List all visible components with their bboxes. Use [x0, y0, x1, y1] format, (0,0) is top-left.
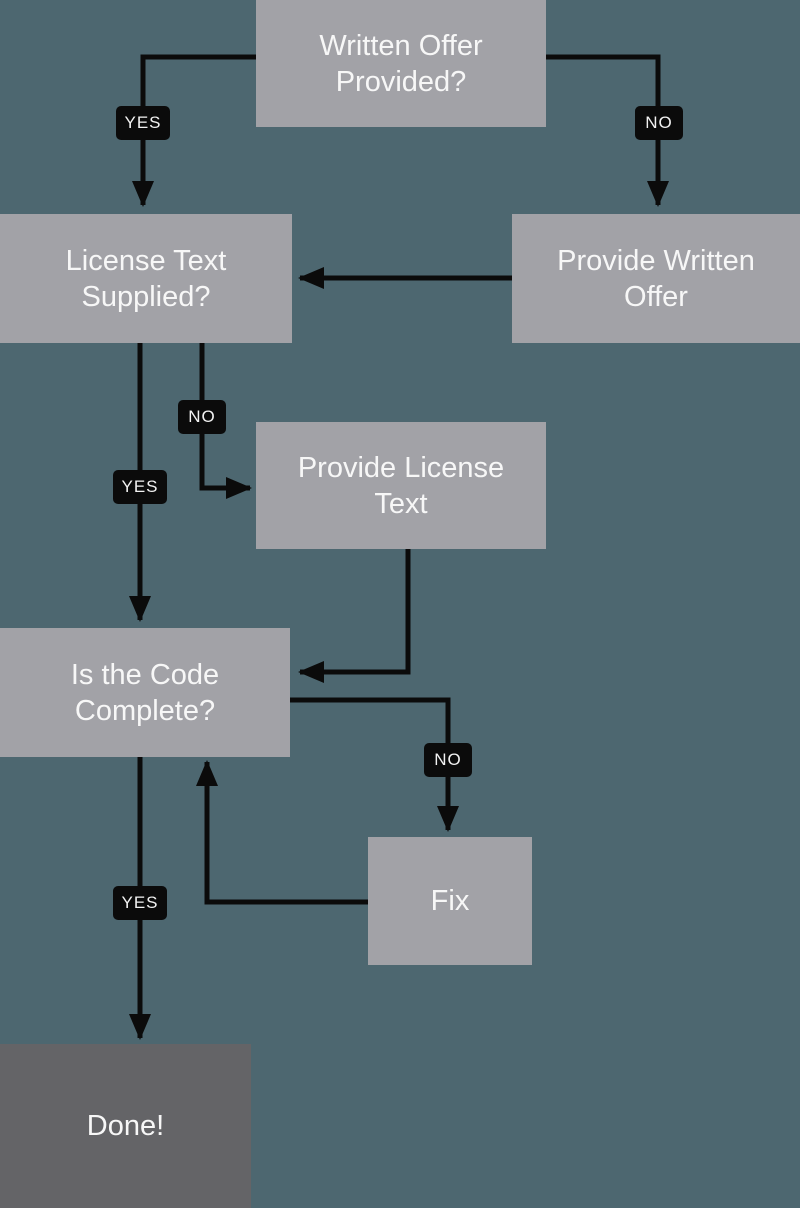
edge-label-written-offer-yes: YES [116, 106, 170, 140]
edge-label-written-offer-no: NO [635, 106, 683, 140]
node-provide-written-offer: Provide Written Offer [512, 214, 800, 343]
node-is-the-code-complete: Is the Code Complete? [0, 628, 290, 757]
node-label: License Text Supplied? [65, 244, 227, 313]
node-license-text-supplied: License Text Supplied? [0, 214, 292, 343]
arrow-provide-license-to-code-complete [298, 549, 411, 683]
node-label: Provide License Text [297, 451, 505, 520]
arrow-license-supplied-no-to-provide-license [199, 343, 252, 499]
edge-label-license-supplied-no: NO [178, 400, 226, 434]
node-label: Fix [430, 885, 470, 917]
arrow-fix-back-to-code-complete [196, 760, 368, 905]
arrow-written-offer-yes-to-license-supplied [132, 54, 256, 207]
node-label: Is the Code Complete? [70, 658, 220, 727]
node-label: Done! [86, 1110, 165, 1142]
node-done: Done! [0, 1044, 251, 1208]
arrow-written-offer-no-to-provide-offer [546, 54, 669, 207]
node-label: Provide Written Offer [557, 244, 755, 313]
edge-label-license-supplied-yes: YES [113, 470, 167, 504]
node-fix: Fix [368, 837, 532, 965]
node-written-offer-provided: Written Offer Provided? [256, 0, 546, 127]
edge-label-code-complete-no: NO [424, 743, 472, 777]
node-label: Written Offer Provided? [319, 29, 483, 98]
arrow-code-complete-no-to-fix [290, 697, 459, 832]
edge-label-code-complete-yes: YES [113, 886, 167, 920]
node-provide-license-text: Provide License Text [256, 422, 546, 549]
